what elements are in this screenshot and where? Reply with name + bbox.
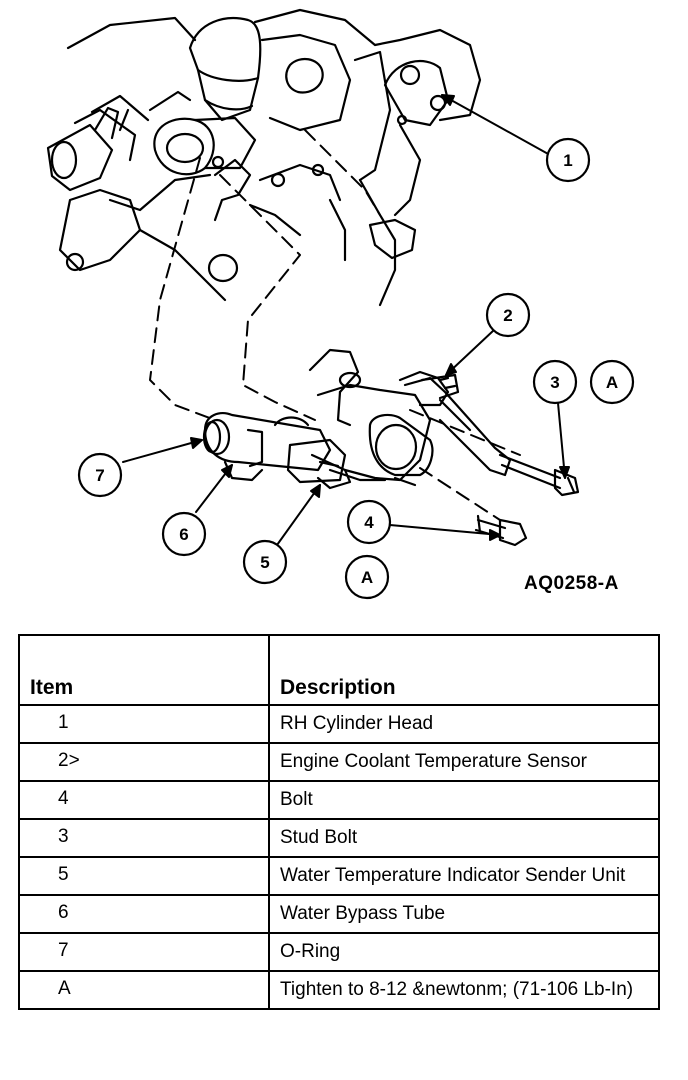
callout-a-lower-label: A (361, 568, 373, 587)
water-bypass-assembly-drawing (202, 348, 580, 547)
leader-lines (122, 94, 570, 546)
description-cell: Tighten to 8-12 &newtonm; (71-106 Lb-In) (268, 970, 660, 1010)
table-row: 5 Water Temperature Indicator Sender Uni… (18, 856, 660, 896)
item-cell: 6 (18, 894, 270, 934)
callout-1-label: 1 (563, 151, 572, 170)
figure-id: AQ0258-A (524, 573, 619, 594)
item-cell: 1 (18, 704, 270, 744)
description-cell: Water Temperature Indicator Sender Unit (268, 856, 660, 896)
item-column-header: Item (18, 634, 270, 706)
table-row: 3 Stud Bolt (18, 818, 660, 858)
table-header-row: Item Description (18, 634, 660, 706)
table-row: 4 Bolt (18, 780, 660, 820)
item-cell: 2> (18, 742, 270, 782)
callout-labels: 1 2 3 A 4 A 5 6 7 (95, 151, 618, 587)
description-cell: Engine Coolant Temperature Sensor (268, 742, 660, 782)
callout-6-label: 6 (179, 525, 188, 544)
callout-2-label: 2 (503, 306, 512, 325)
alignment-dashed-lines (149, 129, 521, 521)
cylinder-head-drawing (46, 8, 482, 307)
description-column-header: Description (268, 634, 660, 706)
description-cell: Water Bypass Tube (268, 894, 660, 934)
item-cell: 7 (18, 932, 270, 972)
callout-4-label: 4 (364, 513, 374, 532)
item-cell: 4 (18, 780, 270, 820)
legend-table: Item Description 1 RH Cylinder Head 2> E… (18, 634, 660, 1010)
callout-7-label: 7 (95, 466, 104, 485)
callout-5-label: 5 (260, 553, 269, 572)
callout-3-label: 3 (550, 373, 559, 392)
description-cell: Bolt (268, 780, 660, 820)
description-cell: O-Ring (268, 932, 660, 972)
table-row: 1 RH Cylinder Head (18, 704, 660, 744)
table-row: 2> Engine Coolant Temperature Sensor (18, 742, 660, 782)
table-row: 6 Water Bypass Tube (18, 894, 660, 934)
description-cell: RH Cylinder Head (268, 704, 660, 744)
exploded-diagram: 1 2 3 A 4 A 5 6 7 (46, 8, 635, 600)
callout-circles (77, 137, 635, 600)
description-cell: Stud Bolt (268, 818, 660, 858)
callout-a-upper-label: A (606, 373, 618, 392)
item-cell: A (18, 970, 270, 1010)
table-row: A Tighten to 8-12 &newtonm; (71-106 Lb-I… (18, 970, 660, 1010)
item-cell: 3 (18, 818, 270, 858)
table-row: 7 O-Ring (18, 932, 660, 972)
item-cell: 5 (18, 856, 270, 896)
